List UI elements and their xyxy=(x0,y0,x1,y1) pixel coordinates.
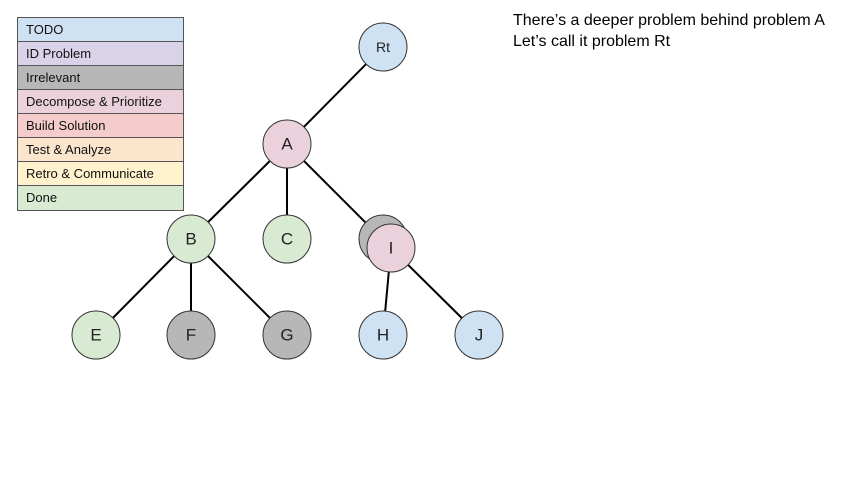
legend-item-done: Done xyxy=(18,186,183,210)
node-b-circle xyxy=(166,214,216,264)
node-f: F xyxy=(166,310,216,360)
node-c: C xyxy=(262,214,312,264)
tree-nodes: RtA B C I E F G H J xyxy=(71,22,504,360)
node-i: I xyxy=(366,223,416,273)
status-legend: TODO ID Problem Irrelevant Decompose & P… xyxy=(17,17,184,211)
node-j-label: J xyxy=(475,326,484,345)
node-c-circle xyxy=(262,214,312,264)
legend-item-retro-communicate: Retro & Communicate xyxy=(18,162,183,186)
legend-item-id-problem: ID Problem xyxy=(18,42,183,66)
legend-item-decompose-prioritize: Decompose & Prioritize xyxy=(18,90,183,114)
node-rt-label: Rt xyxy=(376,39,390,55)
node-g-circle xyxy=(262,310,312,360)
node-g: G xyxy=(262,310,312,360)
node-h-circle xyxy=(358,310,408,360)
node-f-circle xyxy=(166,310,216,360)
node-e-circle xyxy=(71,310,121,360)
node-h: H xyxy=(358,310,408,360)
legend-item-irrelevant: Irrelevant xyxy=(18,66,183,90)
node-g-label: G xyxy=(280,326,293,345)
node-a: A xyxy=(262,119,312,169)
node-b: B xyxy=(166,214,216,264)
node-f-label: F xyxy=(186,326,196,345)
node-e-label: E xyxy=(90,326,101,345)
node-i-circle xyxy=(366,223,416,273)
legend-item-todo: TODO xyxy=(18,18,183,42)
node-a-label: A xyxy=(281,135,293,154)
node-a-circle xyxy=(262,119,312,169)
tree-edges xyxy=(95,46,480,336)
node-e: E xyxy=(71,310,121,360)
annotation-text: There’s a deeper problem behind problem … xyxy=(513,10,825,52)
node-j-circle xyxy=(454,310,504,360)
node-c-label: C xyxy=(281,230,293,249)
node-b-label: B xyxy=(185,230,196,249)
node-rt: Rt xyxy=(358,22,408,72)
node-rt-circle xyxy=(358,22,408,72)
node-h-label: H xyxy=(377,326,389,345)
legend-item-test-analyze: Test & Analyze xyxy=(18,138,183,162)
annotation-line-1: There’s a deeper problem behind problem … xyxy=(513,12,825,29)
node-j: J xyxy=(454,310,504,360)
annotation-line-2: Let’s call it problem Rt xyxy=(513,33,671,50)
legend-item-build-solution: Build Solution xyxy=(18,114,183,138)
node-i-label: I xyxy=(389,239,394,258)
